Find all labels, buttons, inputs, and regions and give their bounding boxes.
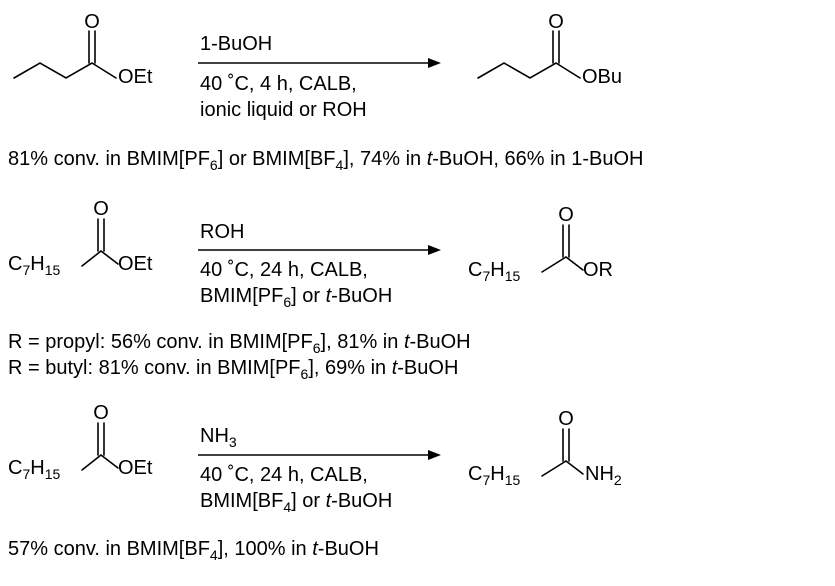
carbonyl-oxygen: O [84,11,100,33]
product-ester-group-label: OBu [582,66,622,88]
arrow-head [428,450,441,460]
reaction-3: C7H15 O OEt NH3 40 ˚C, 24 h, CALB, BMIM[… [8,402,622,563]
product-amide-group-label: NH2 [585,463,622,488]
carbonyl-oxygen: O [93,402,109,424]
product-octanamide: C7H15 O NH2 [468,408,622,488]
conditions-line-1: 40 ˚C, 24 h, CALB, [200,464,368,486]
product-alkyl-group-label: C7H15 [468,259,520,284]
product-carbonyl-to-nitrogen-bond [565,460,584,475]
reaction-arrow [198,58,441,68]
reactant-ethyl-octanoate: C7H15 O OEt [8,198,153,278]
ester-group-label: OEt [118,457,153,479]
reagent-label: ROH [200,221,244,243]
result-summary: 81% conv. in BMIM[PF6] or BMIM[BF4], 74%… [8,148,643,173]
alkyl-group-label: C7H15 [8,253,60,278]
conditions-line-2: ionic liquid or ROH [200,99,367,121]
conditions-line-2: BMIM[PF6] or t-BuOH [200,285,392,310]
conditions-line-1: 40 ˚C, 4 h, CALB, [200,73,357,95]
reactant-ethyl-octanoate: C7H15 O OEt [8,402,153,482]
ester-group-label: OEt [118,66,153,88]
product-carbonyl-oxygen: O [558,408,574,430]
carbonyl-to-oxygen-bond [100,250,119,265]
alkyl-to-carbonyl-bond [81,454,102,471]
product-carbonyl-to-oxygen-bond [565,256,584,271]
reagent-label: NH3 [200,425,237,450]
result-butyl: R = butyl: 81% conv. in BMIM[PF6], 69% i… [8,357,458,382]
carbonyl-to-oxygen-bond [100,454,119,469]
conditions-line-1: 40 ˚C, 24 h, CALB, [200,259,368,281]
alkyl-group-label: C7H15 [8,457,60,482]
reaction-2: C7H15 O OEt ROH 40 ˚C, 24 h, CALB, BMIM[… [8,198,613,382]
reaction-arrow [198,245,441,255]
result-summary: 57% conv. in BMIM[BF4], 100% in t-BuOH [8,538,379,563]
reactant-skeleton-bonds [13,62,117,79]
reaction-arrow [198,450,441,460]
carbonyl-oxygen: O [93,198,109,220]
product-carbonyl-oxygen: O [558,204,574,226]
result-propyl: R = propyl: 56% conv. in BMIM[PF6], 81% … [8,331,471,356]
product-butyl-butanoate: O OBu [477,11,622,88]
arrow-head [428,245,441,255]
alkyl-to-carbonyl-bond [81,250,102,267]
product-alkyl-to-carbonyl-bond [541,256,567,273]
reaction-1: O OEt 1-BuOH 40 ˚C, 4 h, CALB, ionic liq… [8,11,643,173]
reactant-ethyl-butanoate: O OEt [13,11,153,88]
product-alkyl-to-carbonyl-bond [541,460,567,477]
product-carbonyl-oxygen: O [548,11,564,33]
arrow-head [428,58,441,68]
product-alkyl-group-label: C7H15 [468,463,520,488]
reagent-label: 1-BuOH [200,33,272,55]
product-octanoate-ester: C7H15 O OR [468,204,613,284]
conditions-line-2: BMIM[BF4] or t-BuOH [200,490,392,515]
product-ester-group-label: OR [583,259,613,281]
product-skeleton-bonds [477,62,581,79]
ester-group-label: OEt [118,253,153,275]
